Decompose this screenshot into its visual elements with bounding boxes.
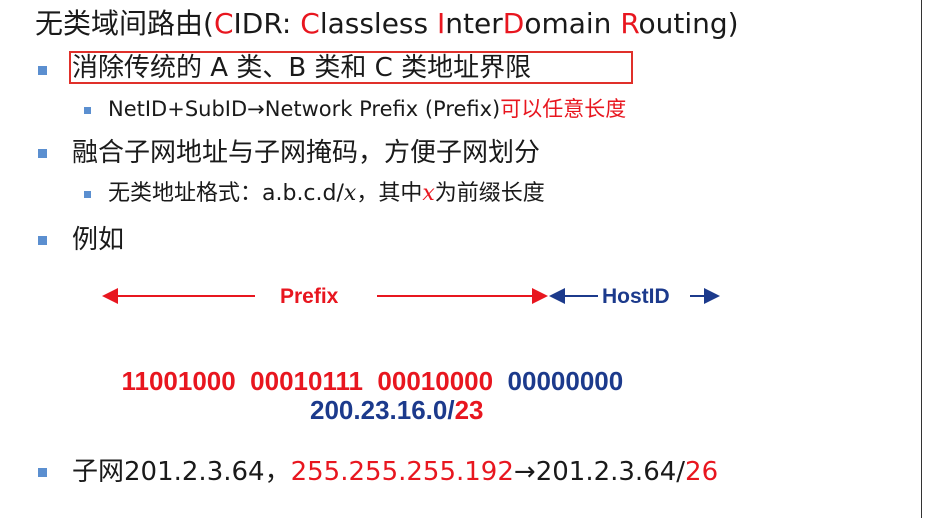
title-c5: R — [620, 7, 639, 40]
bullet-1a: NetID+SubID→Network Prefix (Prefix)可以任意长… — [108, 95, 626, 123]
cidr-address: 200.23.16.0/23 — [310, 394, 484, 426]
bullet-2a: 无类地址格式：a.b.c.d/x，其中x为前缀长度 — [108, 179, 545, 209]
bullet-4-pre: 子网201.2.3.64， — [72, 457, 291, 487]
title-c3: I — [437, 7, 446, 40]
title-c5r: outing) — [638, 7, 739, 40]
title-cn: 无类域间路由( — [35, 7, 214, 40]
bullet-4-arrow: →201.2.3.64/ — [513, 457, 686, 487]
bullet-2-text: 融合子网地址与子网掩码，方便子网划分 — [72, 138, 541, 168]
bullet-marker-2a — [84, 191, 91, 198]
bullet-1-box — [69, 51, 633, 84]
prefix-label: Prefix — [280, 285, 339, 308]
bullet-marker-1 — [38, 66, 47, 75]
bullet-marker-4 — [38, 468, 47, 477]
binary-prefix-bits: 11001000 00010111 00010000 — [121, 366, 494, 396]
bullet-marker-1a — [84, 107, 91, 114]
title-c4r: omain — [524, 7, 621, 40]
prefix-host-arrows — [102, 288, 720, 304]
title-c4: D — [502, 7, 525, 40]
cidr-address-ip: 200.23.16.0/ — [310, 395, 455, 425]
binary-address: 11001000 00010111 00010000 00000000 — [107, 333, 623, 397]
bullet-1a-red: 可以任意长度 — [500, 97, 627, 121]
bullet-2a-post: 为前缀长度 — [434, 181, 545, 206]
slide-title: 无类域间路由(CIDR: Classless InterDomain Routi… — [35, 7, 739, 41]
title-c1: C — [213, 7, 234, 40]
binary-host-bits: 00000000 — [507, 366, 624, 396]
bullet-2a-x2: x — [422, 181, 435, 206]
bullet-2a-pre: 无类地址格式：a.b.c.d/ — [108, 181, 344, 206]
bullet-4-mask: 255.255.255.192 — [290, 457, 514, 487]
title-c2r: lassless — [319, 7, 438, 40]
hostid-label: HostID — [602, 285, 670, 308]
bullet-2a-mid: ，其中 — [356, 181, 423, 206]
bullet-4: 子网201.2.3.64，255.255.255.192→201.2.3.64/… — [72, 455, 718, 489]
title-c2: C — [300, 7, 320, 40]
bullet-3-text: 例如 — [72, 225, 125, 255]
cidr-address-len: 23 — [454, 395, 484, 425]
bullet-4-len: 26 — [685, 457, 719, 487]
title-c3r: nter — [445, 7, 503, 40]
bullet-1a-text: NetID+SubID→Network Prefix (Prefix) — [108, 97, 501, 121]
slide-right-border — [921, 0, 922, 518]
bullet-1-text: 消除传统的 A 类、B 类和 C 类地址界限 — [72, 53, 532, 83]
bullet-marker-3 — [38, 236, 47, 245]
title-c1r: IDR: — [233, 7, 301, 40]
bullet-marker-2 — [38, 149, 47, 158]
bullet-2a-x: x — [343, 181, 357, 206]
